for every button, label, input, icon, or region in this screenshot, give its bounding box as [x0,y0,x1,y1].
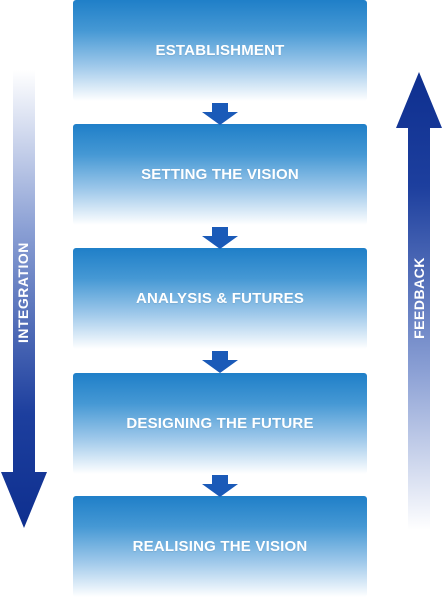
stage-label: ESTABLISHMENT [155,42,285,59]
stage-realising-the-vision: REALISING THE VISION [73,496,367,597]
integration-arrow-icon [1,70,47,528]
stage-analysis-futures: ANALYSIS & FUTURES [73,248,367,349]
stage-label: REALISING THE VISION [132,538,308,555]
step-arrow-icon [202,351,238,373]
stage-setting-the-vision: SETTING THE VISION [73,124,367,225]
step-arrow-icon [202,475,238,497]
step-arrow-icon [202,103,238,125]
step-arrow-icon [202,227,238,249]
feedback-arrow-icon [396,72,442,530]
stage-label: SETTING THE VISION [141,166,299,183]
stage-label: DESIGNING THE FUTURE [126,415,314,432]
integration-label: INTEGRATION [15,242,31,343]
stage-establishment: ESTABLISHMENT [73,0,367,101]
feedback-label: FEEDBACK [411,257,427,339]
stage-label: ANALYSIS & FUTURES [135,290,305,307]
stage-designing-the-future: DESIGNING THE FUTURE [73,373,367,474]
